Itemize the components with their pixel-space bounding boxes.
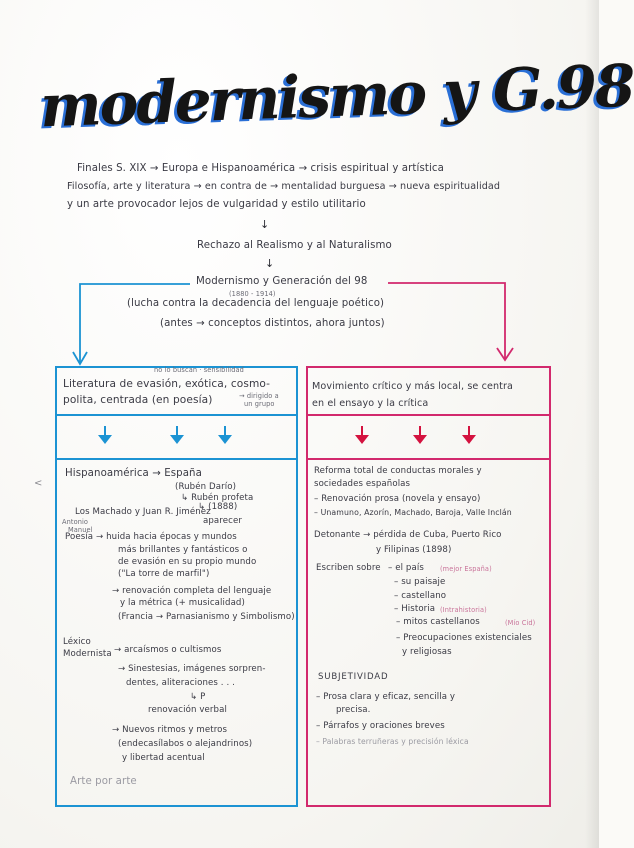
- left-lexico-1: → arcaísmos o cultismos: [114, 645, 222, 655]
- left-lexico-label-1: Léxico: [63, 637, 91, 647]
- right-palabras: – Palabras terruñeras y precisión léxica: [316, 737, 469, 746]
- right-escriben-1-note: (mejor España): [440, 565, 492, 573]
- left-lexico-4: ↳ P: [190, 692, 206, 702]
- left-ruben-profeta: ↳ Rubén profeta: [181, 493, 254, 503]
- right-escriben-4-note: (Intrahistoria): [440, 606, 487, 614]
- right-escriben-5: – mitos castellanos: [396, 617, 480, 627]
- arrow-down-icon: [98, 426, 112, 444]
- left-poesia-3: de evasión en su propio mundo: [118, 557, 257, 567]
- left-lexico-2: → Sinestesias, imágenes sorpren-: [118, 664, 266, 674]
- right-reforma-3: – Renovación prosa (novela y ensayo): [314, 494, 481, 504]
- left-poesia-1: Poesía → huida hacia épocas y mundos: [65, 532, 237, 542]
- margin-mark: <: [34, 478, 43, 489]
- right-escriben-3: – castellano: [394, 591, 447, 601]
- intro-line-3: y un arte provocador lejos de vulgaridad…: [67, 199, 366, 210]
- right-escriben-4: – Historia: [394, 604, 436, 614]
- right-escriben-label: Escriben sobre: [316, 563, 381, 573]
- right-reforma-4: – Unamuno, Azorín, Machado, Baroja, Vall…: [314, 508, 512, 517]
- left-aparecer: aparecer: [203, 516, 242, 526]
- right-header-line-1: Movimiento crítico y más local, se centr…: [312, 381, 514, 392]
- left-renovacion-2: y la métrica (+ musicalidad): [120, 598, 245, 608]
- arrow-down-icon: [462, 426, 476, 444]
- left-ritmos-3: y libertad acentual: [122, 753, 205, 763]
- column-divider: [55, 414, 298, 416]
- intro-step-1: Rechazo al Realismo y al Naturalismo: [197, 240, 392, 251]
- arrow-down-icon: [218, 426, 232, 444]
- intro-dates: (1880 - 1914): [229, 290, 276, 298]
- left-renovacion-3: (Francia → Parnasianismo y Simbolismo): [118, 612, 295, 622]
- left-poesia-2: más brillantes y fantásticos o: [118, 545, 248, 555]
- left-lexico-label-2: Modernista: [63, 649, 112, 659]
- down-arrow-icon: ↓: [265, 257, 275, 270]
- right-subjetividad: SUBJETIVIDAD: [318, 672, 389, 682]
- modernismo-column: [55, 366, 298, 807]
- left-ritmos-2: (endecasílabos o alejandrinos): [118, 739, 253, 749]
- right-prosa-1: – Prosa clara y eficaz, sencilla y: [316, 692, 456, 702]
- intro-note-2: (antes → conceptos distintos, ahora junt…: [160, 318, 385, 329]
- column-divider: [306, 458, 551, 460]
- right-reforma-2: sociedades españolas: [314, 479, 411, 489]
- page-edge: [585, 0, 599, 848]
- left-header-line-1: Literatura de evasión, exótica, cosmo-: [63, 378, 271, 390]
- left-lexico-3: dentes, aliteraciones . . .: [126, 678, 235, 688]
- left-renovacion-1: → renovación completa del lenguaje: [112, 586, 272, 596]
- left-header-line-2: polita, centrada (en poesía): [63, 394, 213, 406]
- left-poesia-4: ("La torre de marfil"): [118, 569, 210, 579]
- right-header-line-2: en el ensayo y la crítica: [312, 398, 429, 409]
- notebook-page: [0, 0, 599, 848]
- connector-lines: [72, 282, 514, 366]
- right-escriben-6: – Preocupaciones existenciales: [396, 633, 532, 643]
- right-reforma-1: Reforma total de conductas morales y: [314, 466, 482, 476]
- down-arrow-icon: ↓: [260, 218, 270, 231]
- right-prosa-2: precisa.: [336, 705, 371, 715]
- right-detonante-2: y Filipinas (1898): [376, 545, 452, 555]
- right-escriben-2: – su paisaje: [394, 577, 446, 587]
- left-hispanoamerica: Hispanoamérica → España: [65, 468, 202, 479]
- generacion98-column: [306, 366, 551, 807]
- left-manuel: Manuel: [68, 526, 93, 534]
- intro-line-2: Filosofía, arte y literatura → en contra…: [67, 181, 501, 192]
- right-detonante-1: Detonante → pérdida de Cuba, Puerto Rico: [314, 530, 502, 540]
- intro-step-2: Modernismo y Generación del 98: [196, 276, 368, 287]
- column-divider: [55, 458, 298, 460]
- arrow-down-icon: [413, 426, 427, 444]
- column-divider: [306, 414, 551, 416]
- right-escriben-5-note: (Mío Cid): [505, 619, 536, 627]
- left-year-1888: ↳ (1888): [198, 502, 238, 512]
- left-header-side-2: un grupo: [244, 400, 275, 408]
- intro-note-1: (lucha contra la decadencia del lenguaje…: [127, 298, 385, 309]
- left-header-side-1: → dirigido a: [239, 392, 279, 400]
- left-lexico-5: renovación verbal: [148, 705, 227, 715]
- arrow-down-icon: [170, 426, 184, 444]
- left-ruben-dario: (Rubén Darío): [175, 482, 237, 492]
- left-machado-jimenez: Los Machado y Juan R. Jiménez: [75, 507, 211, 517]
- arrow-down-icon: [355, 426, 369, 444]
- right-parrafos: – Párrafos y oraciones breves: [316, 721, 445, 731]
- intro-line-1: Finales S. XIX → Europa e Hispanoamérica…: [77, 163, 444, 174]
- right-escriben-1: – el país: [388, 563, 424, 573]
- left-note-above: no lo buscan · sensibilidad: [154, 366, 244, 374]
- left-ritmos-1: → Nuevos ritmos y metros: [112, 725, 228, 735]
- left-footer: Arte por arte: [70, 776, 137, 787]
- right-escriben-7: y religiosas: [402, 647, 452, 657]
- left-antonio: Antonio: [62, 518, 89, 526]
